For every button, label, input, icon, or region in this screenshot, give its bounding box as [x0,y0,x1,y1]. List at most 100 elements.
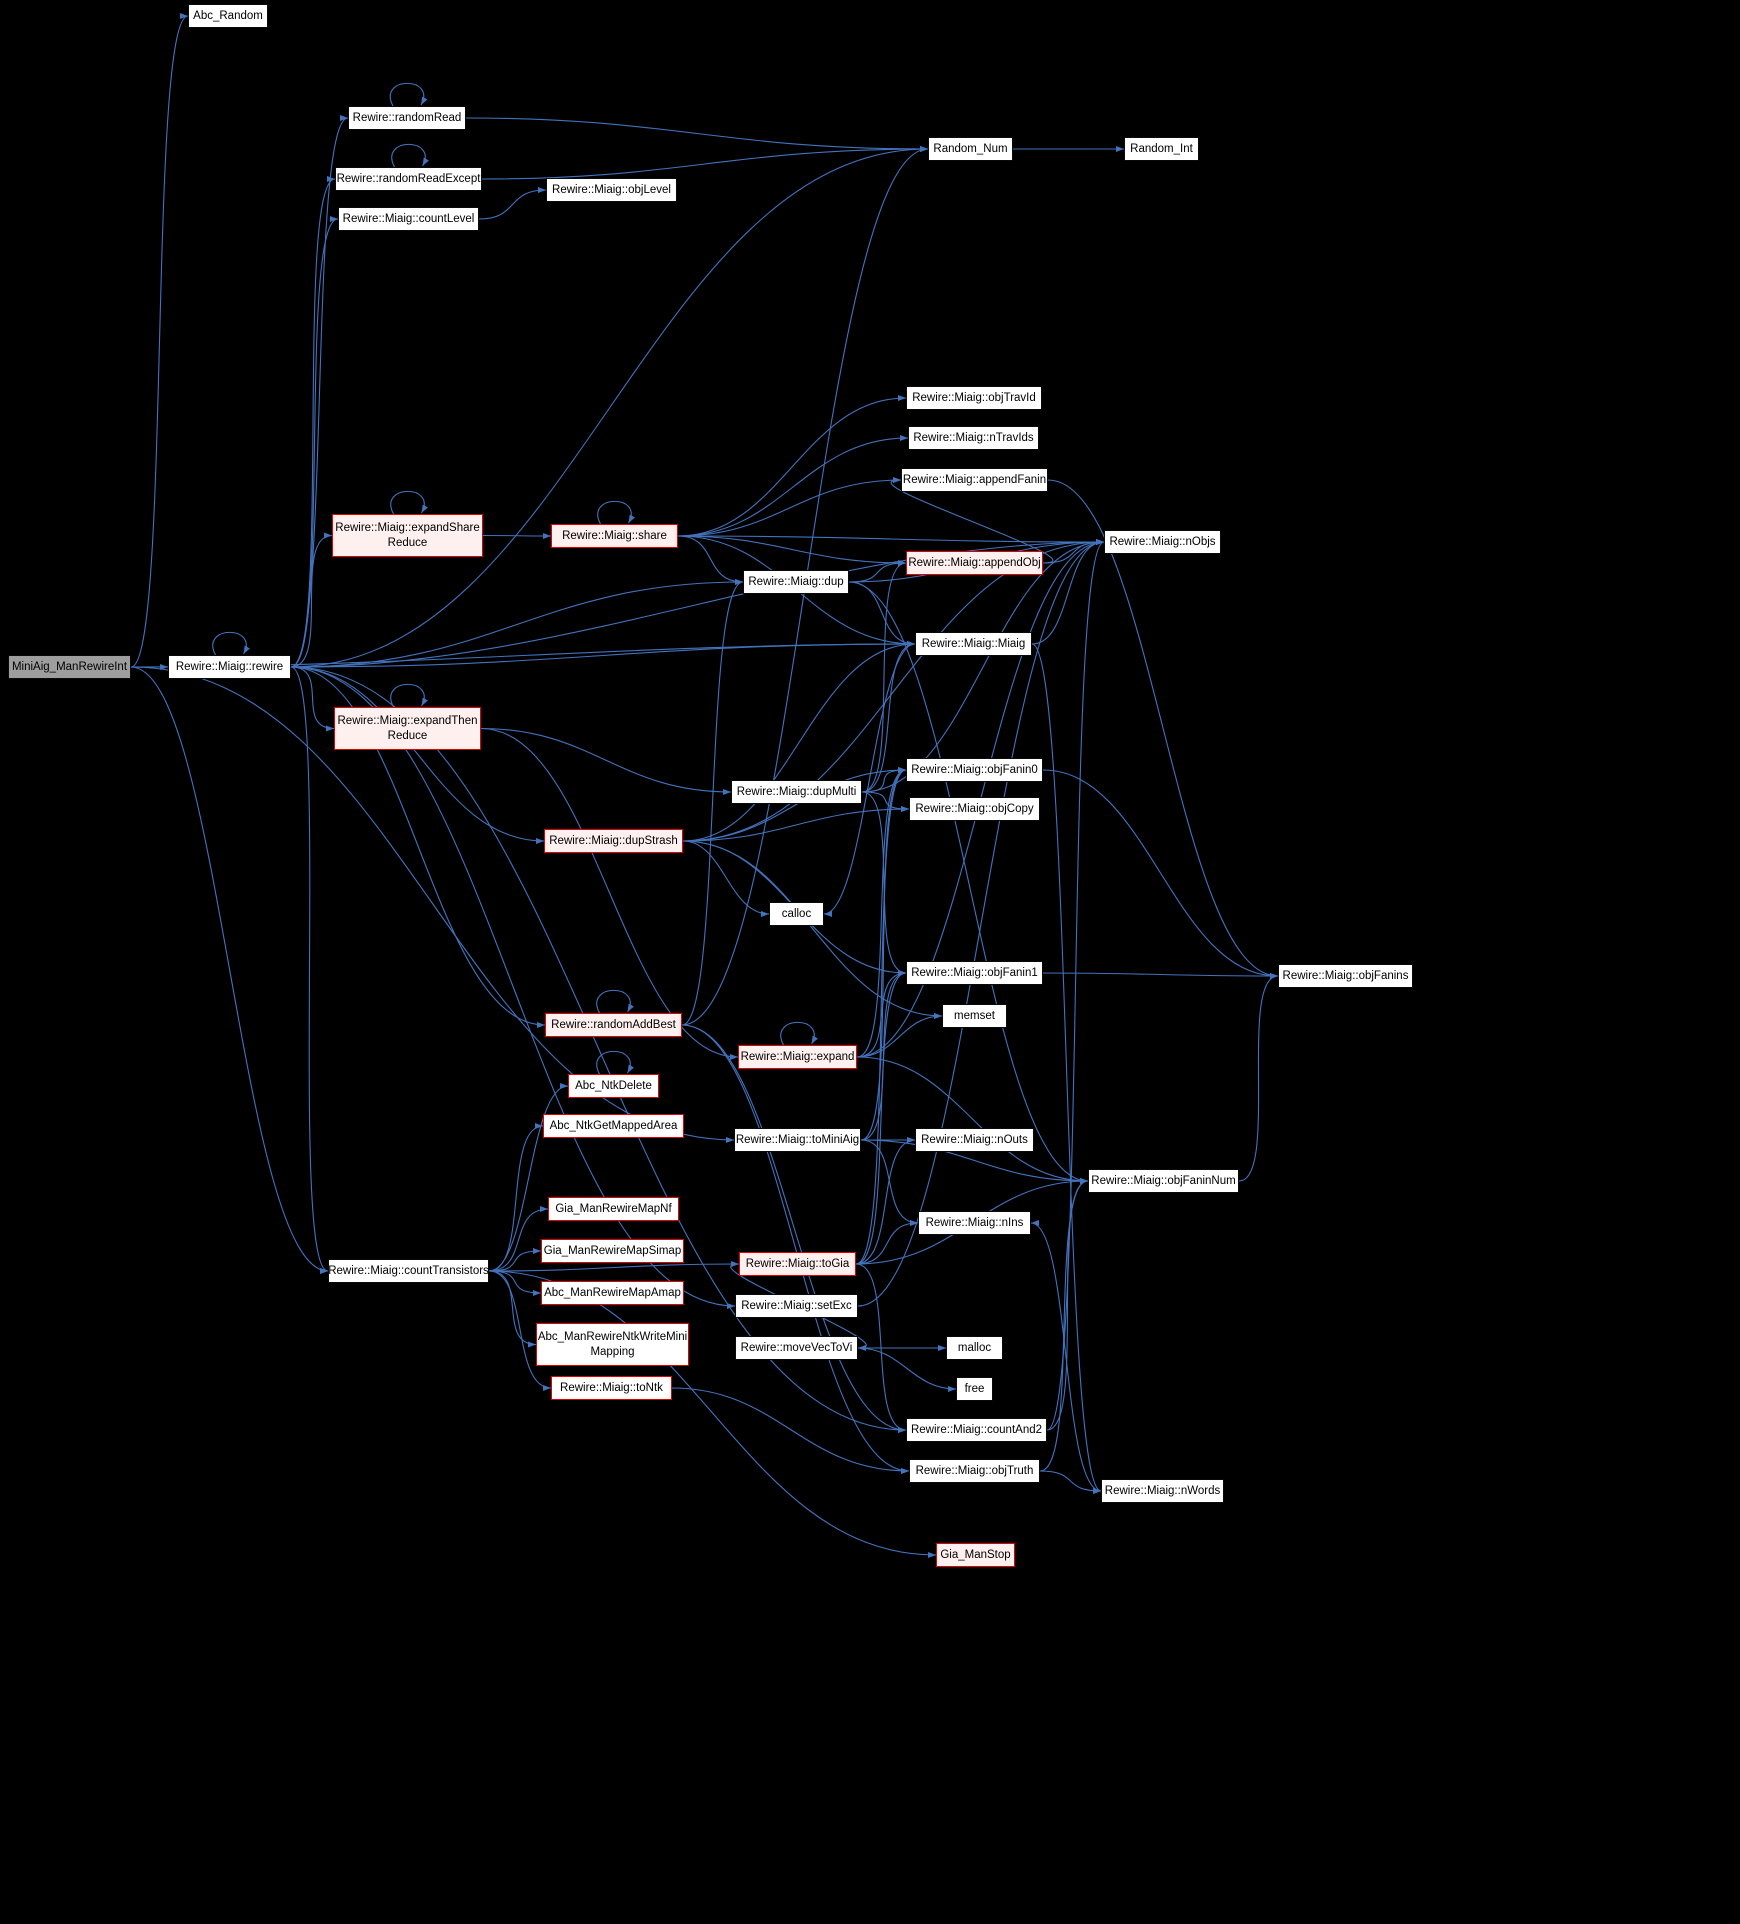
call-edge [671,1387,910,1474]
call-edge [1238,973,1279,1182]
graph-node-memset[interactable]: memset [942,1004,1007,1028]
graph-node-append_fanin[interactable]: Rewire::Miaig::appendFanin [901,468,1048,492]
graph-node-dup_strash[interactable]: Rewire::Miaig::dupStrash [544,829,683,853]
graph-node-to_mini_aig[interactable]: Rewire::Miaig::toMiniAig [734,1128,861,1152]
call-edge [488,1123,544,1272]
graph-node-gia_man_rewire_map_nf[interactable]: Gia_ManRewireMapNf [548,1197,679,1221]
call-edge [391,143,429,168]
call-edge [482,532,552,539]
graph-node-random_int[interactable]: Random_Int [1124,137,1199,161]
call-edge [1046,539,1105,1431]
call-edge [848,581,916,647]
graph-node-set_exc[interactable]: Rewire::Miaig::setExc [735,1294,858,1318]
graph-node-n_objs[interactable]: Rewire::Miaig::nObjs [1104,530,1221,554]
call-edge [677,535,1105,545]
call-edge [488,1270,537,1348]
graph-node-free[interactable]: free [956,1377,993,1401]
call-edge [290,666,736,1309]
call-edge [861,539,1105,793]
call-edge [848,581,1089,1184]
graph-node-abc_random[interactable]: Abc_Random [188,4,268,28]
graph-node-obj_trav_id[interactable]: Rewire::Miaig::objTravId [906,386,1042,410]
graph-node-obj_copy[interactable]: Rewire::Miaig::objCopy [909,797,1040,821]
graph-node-abc_man_rewire_map_amap[interactable]: Abc_ManRewireMapAmap [541,1281,684,1305]
call-edge [855,1220,919,1265]
call-edge [597,500,635,525]
graph-node-expand_share_reduce[interactable]: Rewire::Miaig::expandShare Reduce [332,514,483,557]
graph-node-n_ins[interactable]: Rewire::Miaig::nIns [918,1211,1031,1235]
call-edge [290,146,929,668]
graph-node-obj_fanin1[interactable]: Rewire::Miaig::objFanin1 [906,961,1043,985]
call-edge [488,1261,740,1272]
call-edge [682,840,943,1019]
call-edge [857,1347,957,1392]
graph-node-obj_fanins[interactable]: Rewire::Miaig::objFanins [1278,964,1413,988]
call-edge [856,1056,1089,1184]
call-edge [860,1139,1089,1184]
call-edge [890,477,1054,564]
graph-node-obj_fanin_num[interactable]: Rewire::Miaig::objFaninNum [1088,1169,1239,1193]
graph-node-abc_ntk_delete[interactable]: Abc_NtkDelete [568,1074,659,1098]
graph-node-share[interactable]: Rewire::Miaig::share [551,524,678,548]
graph-node-to_ntk[interactable]: Rewire::Miaig::toNtk [551,1376,672,1400]
call-edge [861,791,907,976]
call-edge [677,535,744,585]
graph-node-rewire[interactable]: Rewire::Miaig::rewire [168,655,291,679]
graph-node-obj_level[interactable]: Rewire::Miaig::objLevel [546,178,677,202]
graph-node-count_transistors[interactable]: Rewire::Miaig::countTransistors [328,1259,489,1283]
call-edge [856,1013,943,1058]
call-edge [1042,769,1279,979]
graph-node-n_outs[interactable]: Rewire::Miaig::nOuts [915,1128,1034,1152]
graph-node-expand_then_reduce[interactable]: Rewire::Miaig::expandThen Reduce [334,707,481,750]
call-edge [861,641,916,793]
call-edge [478,187,547,220]
graph-node-random_read_except[interactable]: Rewire::randomReadExcept [335,167,482,191]
graph-node-gia_man_rewire_map_simap[interactable]: Gia_ManRewireMapSimap [541,1239,684,1263]
call-edge [290,176,336,668]
graph-node-abc_ntk_get_mapped_area[interactable]: Abc_NtkGetMappedArea [543,1114,684,1138]
graph-node-gia_man_stop[interactable]: Gia_ManStop [936,1543,1015,1567]
call-edge [677,535,907,566]
call-edge [677,435,909,537]
call-edge [681,1024,910,1474]
graph-node-miaig_ctor[interactable]: Rewire::Miaig::Miaig [915,632,1032,656]
graph-node-move_vec_to_vi[interactable]: Rewire::moveVecToVi [735,1336,858,1360]
call-edge [130,13,189,668]
call-edge [856,767,907,1058]
call-edge [488,1270,552,1391]
graph-node-count_and2[interactable]: Rewire::Miaig::countAnd2 [906,1418,1047,1442]
call-edge [857,539,1105,1307]
call-edge [855,767,907,1265]
call-edge [681,1024,907,1433]
call-edge [861,791,910,812]
graph-node-dup_multi[interactable]: Rewire::Miaig::dupMulti [731,780,862,804]
call-edge [677,477,902,537]
graph-node-obj_fanin0[interactable]: Rewire::Miaig::objFanin0 [906,758,1043,782]
call-edge [130,666,329,1274]
call-edge [480,727,739,1060]
graph-node-expand[interactable]: Rewire::Miaig::expand [738,1045,857,1069]
call-edge [861,560,907,793]
call-edge [780,1021,818,1046]
call-edge [290,666,335,732]
graph-node-count_level[interactable]: Rewire::Miaig::countLevel [338,207,479,231]
graph-node-calloc[interactable]: calloc [769,902,824,926]
call-edge [1039,1178,1089,1472]
call-edge [682,806,910,842]
graph-node-random_add_best[interactable]: Rewire::randomAddBest [545,1013,682,1037]
call-edge [860,767,907,1141]
call-edge [488,1206,549,1272]
graph-node-malloc[interactable]: malloc [946,1336,1003,1360]
graph-node-to_gia[interactable]: Rewire::Miaig::toGia [739,1252,856,1276]
graph-node-append_obj[interactable]: Rewire::Miaig::appendObj [906,551,1043,575]
call-edge [1047,479,1279,979]
graph-node-n_words[interactable]: Rewire::Miaig::nWords [1101,1479,1224,1503]
graph-node-n_trav_ids[interactable]: Rewire::Miaig::nTravIds [908,426,1039,450]
graph-node-dup[interactable]: Rewire::Miaig::dup [743,570,849,594]
call-edge [596,989,634,1014]
graph-node-abc_man_rewire_ntk_write_mini_mapping[interactable]: Abc_ManRewireNtkWriteMini Mapping [536,1323,689,1366]
graph-node-obj_truth[interactable]: Rewire::Miaig::objTruth [909,1459,1040,1483]
graph-node-random_num[interactable]: Random_Num [928,137,1013,161]
graph-node-random_read[interactable]: Rewire::randomRead [348,106,466,130]
call-edge [390,490,428,515]
